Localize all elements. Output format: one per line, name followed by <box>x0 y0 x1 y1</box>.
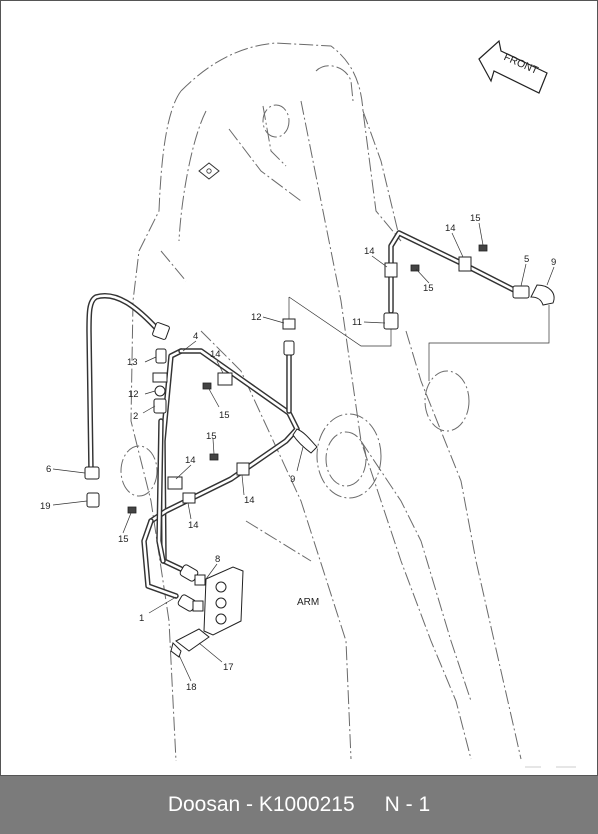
fittings <box>84 244 555 514</box>
callout-19: 19 <box>40 501 51 512</box>
arm-outline <box>120 42 522 762</box>
callout-8: 8 <box>215 554 220 565</box>
hose-6 <box>86 293 162 474</box>
footer-bar: Doosan - K1000215 N - 1 <box>0 776 598 834</box>
callout-14-a: 14 <box>210 349 221 360</box>
pressure-switch-17 <box>170 628 210 658</box>
callout-12-right: 12 <box>251 312 262 323</box>
callout-1: 1 <box>139 613 144 624</box>
callout-9-upper: 9 <box>551 257 556 268</box>
callout-15-c: 15 <box>118 534 129 545</box>
pipe-5 <box>388 230 519 314</box>
parts-diagram: FRONT <box>40 39 576 768</box>
callout-2: 2 <box>133 411 138 422</box>
callout-13: 13 <box>127 357 138 368</box>
callout-14-b: 14 <box>185 455 196 466</box>
callout-15-a: 15 <box>219 410 230 421</box>
callout-4: 4 <box>193 331 198 342</box>
callout-14-d: 14 <box>188 520 199 531</box>
area-label-arm: ARM <box>297 597 319 608</box>
footer-part-number: Doosan - K1000215 <box>167 793 355 816</box>
valve-block-8 <box>177 564 244 636</box>
diagram-frame: FRONT <box>0 0 598 776</box>
callout-5: 5 <box>524 254 529 265</box>
callout-14-c: 14 <box>244 495 255 506</box>
footer-page: N - 1 <box>384 793 431 816</box>
pipe-1 <box>141 343 292 599</box>
front-direction-arrow: FRONT <box>478 39 548 94</box>
callout-12-left: 12 <box>128 389 139 400</box>
callout-15-e: 15 <box>423 283 434 294</box>
callout-15-b: 15 <box>206 431 217 442</box>
callout-9-lower: 9 <box>290 474 295 485</box>
mount-plate <box>198 162 220 180</box>
callout-15-d: 15 <box>470 213 481 224</box>
leader-lines <box>52 222 555 682</box>
callout-11: 11 <box>352 317 362 328</box>
callouts: 4 13 12 2 6 19 12 14 15 15 14 14 14 15 1… <box>40 213 556 693</box>
callout-14-f: 14 <box>445 223 456 234</box>
callout-14-e: 14 <box>364 246 375 257</box>
callout-17: 17 <box>223 662 234 673</box>
callout-18: 18 <box>186 682 197 693</box>
callout-6: 6 <box>46 464 51 475</box>
